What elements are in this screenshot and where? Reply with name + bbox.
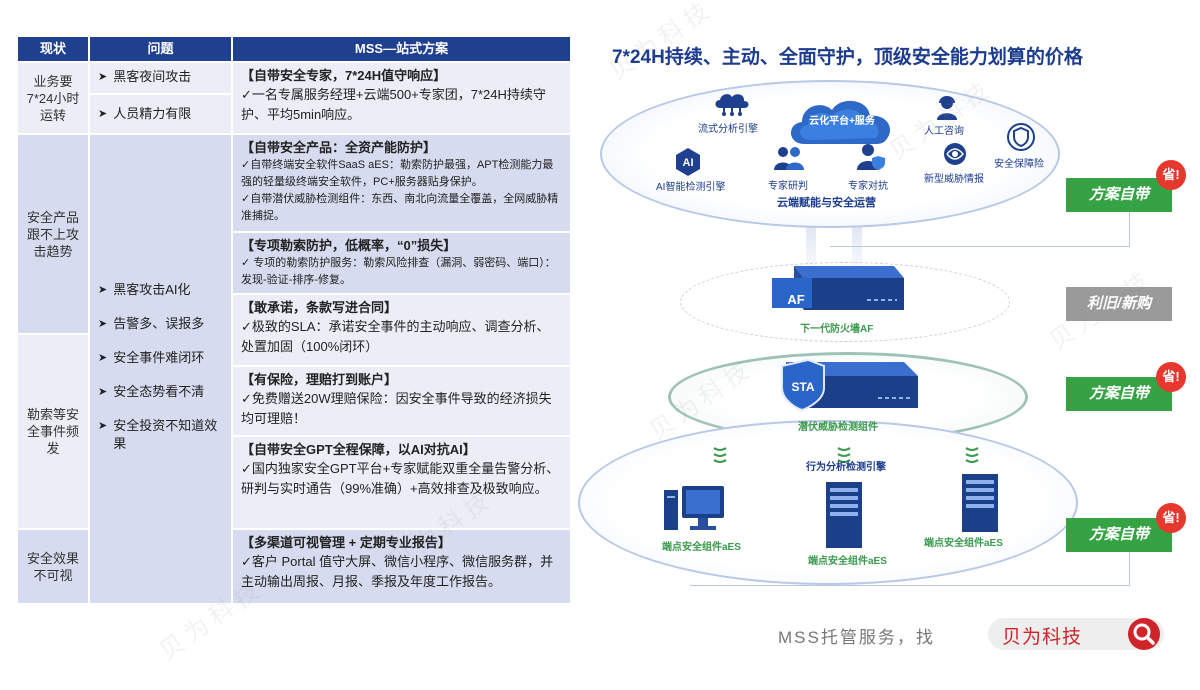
diagram-title: 7*24H持续、主动、全面守护，顶级安全能力划算的价格	[612, 47, 1083, 68]
solution-cell: 【自带安全产品：全资产能防护】 ✓自带终端安全软件SaaS aES：勒索防护最强…	[233, 135, 570, 231]
search-input[interactable]: 贝为科技	[1002, 627, 1083, 648]
firewall-badge: AF	[787, 292, 805, 307]
problem-cell: ➤黑客攻击AI化 ➤告警多、误报多 ➤安全事件难闭环 ➤安全态势看不清 ➤安全投…	[90, 135, 231, 603]
consultant-icon	[937, 96, 957, 120]
connection-beam	[852, 210, 862, 265]
top-item-label: 专家研判	[768, 181, 808, 192]
tag-included: 方案自带	[1066, 518, 1172, 552]
cloud-label: 云化平台+服务	[809, 116, 875, 127]
svg-text:AI: AI	[683, 157, 694, 169]
cloud-ops-caption: 云端赋能与安全运营	[777, 197, 876, 209]
problem-item: ➤黑客攻击AI化	[98, 282, 191, 297]
firewall-ring	[680, 262, 1010, 342]
save-badge: 省!	[1156, 160, 1186, 190]
solution-table: 现状 问题 MSS—站式方案 业务要7*24小时运转 安全产品跟不上攻击趋势 勒…	[18, 37, 570, 603]
save-badge: 省!	[1156, 362, 1186, 392]
status-cell: 勒索等安全事件频发	[18, 335, 88, 528]
cloud-platform-icon	[790, 100, 891, 144]
sta-device	[781, 358, 918, 412]
status-cell: 业务要7*24小时运转	[18, 63, 88, 133]
arrow-icon: ➤	[98, 352, 108, 364]
arrow-icon: ➤	[98, 284, 108, 296]
endpoint-label: 端点安全组件aES	[808, 556, 887, 567]
status-cell: 安全效果不可视	[18, 530, 88, 603]
status-cell: 安全产品跟不上攻击趋势	[18, 135, 88, 333]
search-button[interactable]	[1128, 618, 1160, 650]
top-item-label: 人工咨询	[924, 126, 964, 137]
behavior-engine-label: 行为分析检测引擎	[806, 462, 886, 473]
solution-cell: 【多渠道可视管理 + 定期专业报告】 ✓客户 Portal 值守大屏、微信小程序…	[233, 530, 570, 603]
arrow-icon: ➤	[98, 108, 108, 120]
signal-icon	[965, 447, 979, 463]
search-icon	[1133, 623, 1155, 645]
tag-included: 方案自带	[1066, 178, 1172, 212]
problem-item: ➤黑客夜间攻击	[98, 69, 192, 84]
endpoint-pc-icon	[664, 486, 724, 530]
problem-item: ➤安全态势看不清	[98, 384, 205, 399]
arrow-icon: ➤	[98, 318, 108, 330]
header-problem: 问题	[90, 37, 231, 61]
sta-label: 潜伏威胁检测组件	[798, 422, 878, 433]
signal-icon	[837, 447, 851, 463]
insurance-icon	[1007, 123, 1035, 151]
ai-engine-icon: AI	[676, 148, 700, 176]
endpoint-server-icon	[962, 474, 998, 532]
connector-line	[690, 548, 1130, 586]
firewall-device	[772, 266, 904, 310]
endpoint-label: 端点安全组件aES	[662, 542, 741, 553]
problem-cell: ➤人员精力有限	[90, 95, 231, 133]
save-badge: 省!	[1156, 503, 1186, 533]
expert-analysis-icon	[774, 147, 804, 170]
endpoint-label: 端点安全组件aES	[924, 538, 1003, 549]
problem-item: ➤安全事件难闭环	[98, 350, 205, 365]
solution-cell: 【自带安全专家，7*24H值守响应】 ✓一名专属服务经理+云端500+专家团，7…	[233, 63, 570, 133]
top-item-label: 安全保障险	[994, 159, 1044, 170]
cloud-ops-ring	[600, 80, 1060, 228]
footer-text: MSS托管服务，找	[778, 628, 935, 647]
top-item-label: 流式分析引擎	[698, 124, 758, 135]
connector-line	[830, 205, 1130, 247]
top-item-label: 专家对抗	[848, 181, 888, 192]
solution-cell: 【有保险，理赔打到账户】 ✓免费赠送20W理赔保险：因安全事件导致的经济损失均可…	[233, 367, 570, 435]
top-item-label: 新型威胁情报	[924, 174, 984, 185]
problem-item: ➤人员精力有限	[98, 106, 192, 121]
tag-included: 方案自带	[1066, 377, 1172, 411]
solution-cell: 【专项勒索防护，低概率，“0”损失】 ✓ 专项的勒索防护服务：勒索风险排查（漏洞…	[233, 233, 570, 293]
problem-item: ➤安全投资不知道效果	[98, 418, 218, 451]
threat-intel-icon	[944, 143, 966, 165]
arrow-icon: ➤	[98, 386, 108, 398]
arrow-icon: ➤	[98, 420, 108, 432]
stream-engine-icon	[715, 94, 749, 116]
solution-cell: 【敢承诺，条款写进合同】 ✓极致的SLA：承诺安全事件的主动响应、调查分析、处置…	[233, 295, 570, 365]
problem-cell: ➤黑客夜间攻击	[90, 63, 231, 93]
sta-badge: STA	[791, 380, 815, 394]
signal-icon	[713, 447, 727, 463]
expert-defense-icon	[857, 144, 885, 170]
header-status: 现状	[18, 37, 88, 61]
top-item-label: AI智能检测引擎	[656, 182, 726, 193]
problem-item: ➤告警多、误报多	[98, 316, 205, 331]
header-solution: MSS—站式方案	[233, 37, 570, 61]
firewall-label: 下一代防火墙AF	[800, 324, 874, 335]
solution-cell: 【自带安全GPT全程保障，以AI对抗AI】 ✓国内独家安全GPT平台+专家赋能双…	[233, 437, 570, 528]
tag-reuse-or-buy: 利旧/新购	[1066, 287, 1172, 321]
endpoint-server-icon	[826, 482, 862, 548]
connection-beam	[806, 210, 816, 265]
arrow-icon: ➤	[98, 71, 108, 83]
